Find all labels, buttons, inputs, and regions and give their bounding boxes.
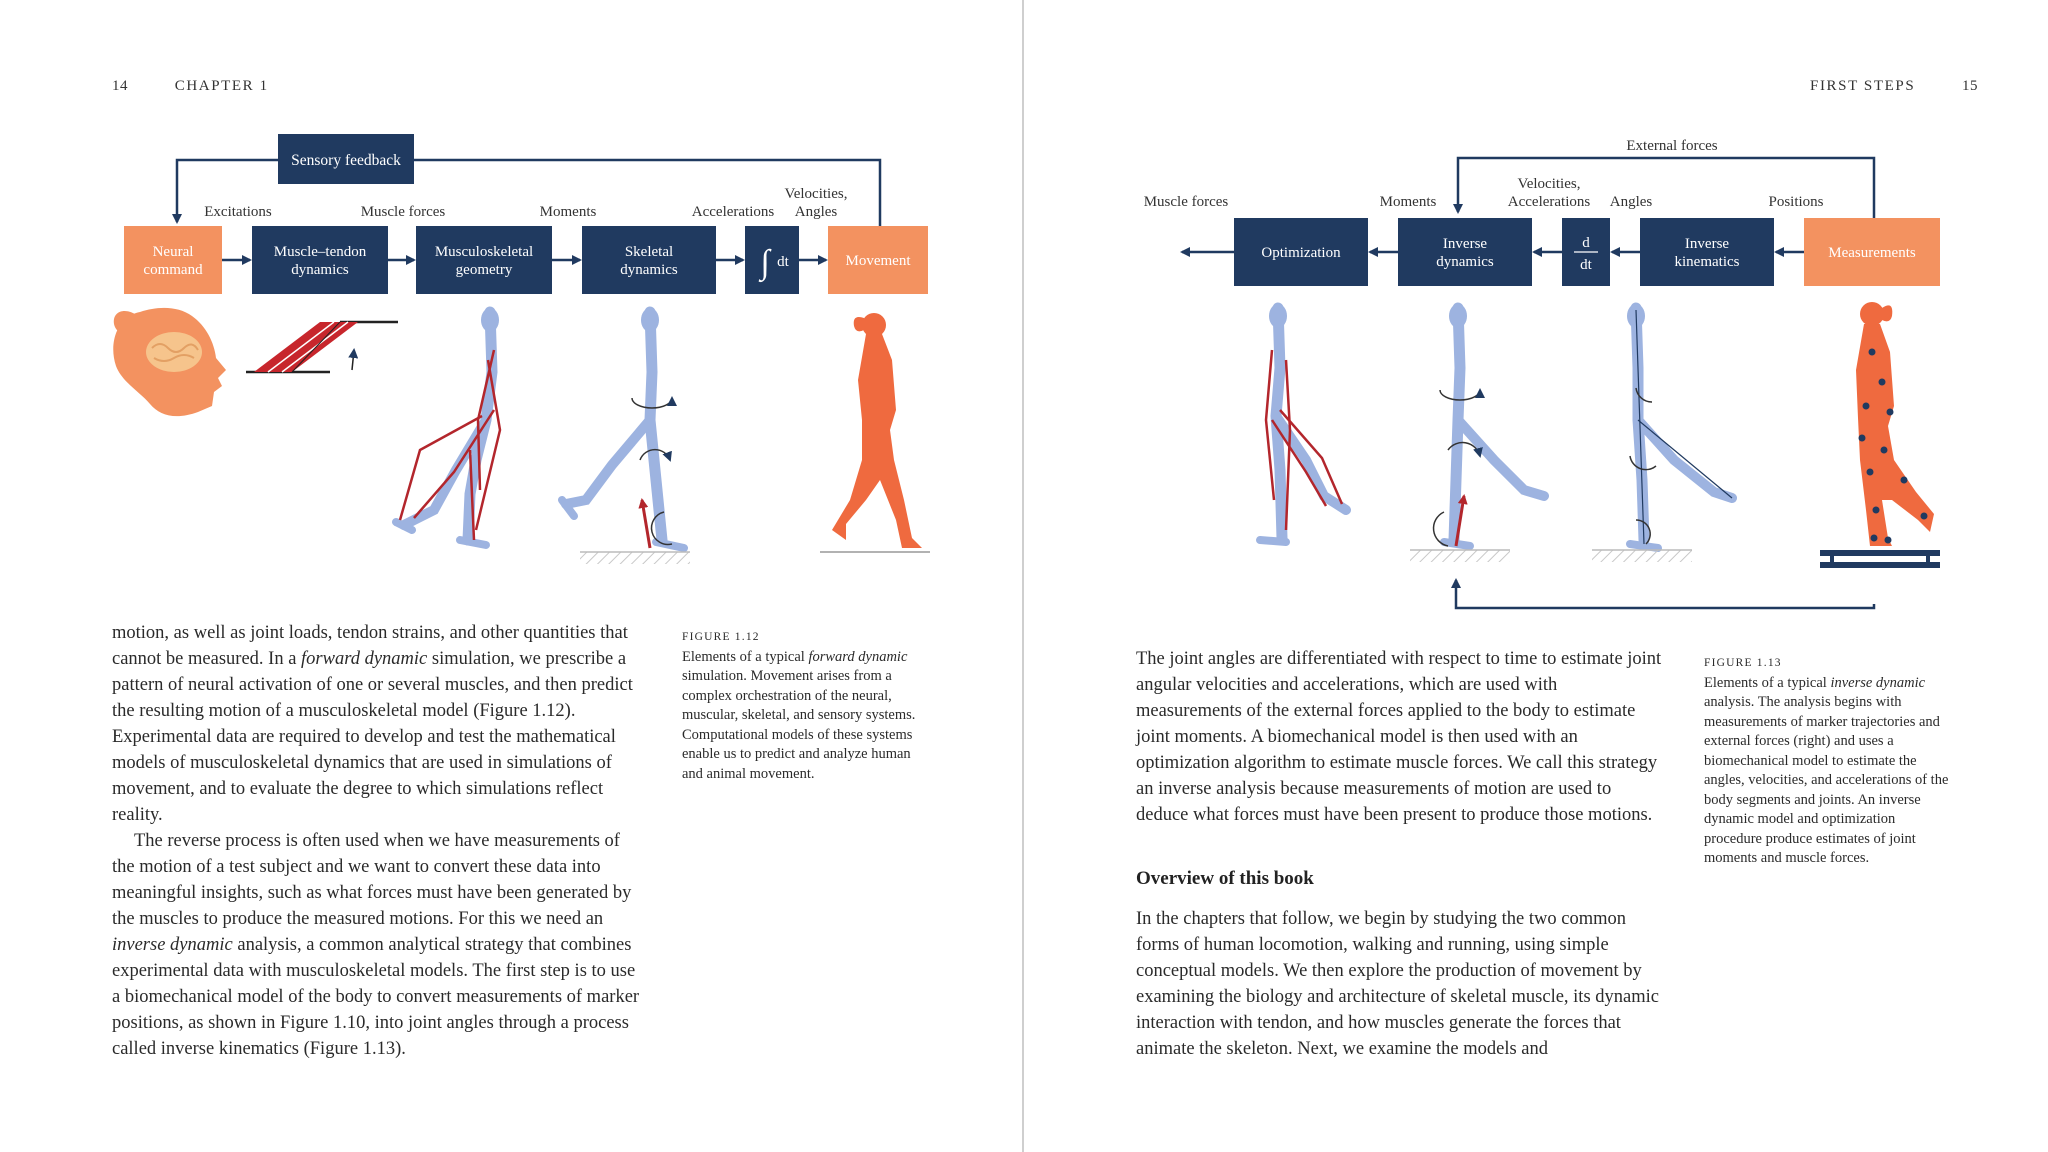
svg-text:dt: dt xyxy=(1580,257,1593,273)
section-heading: Overview of this book xyxy=(1136,868,1314,889)
right-page: FIRST STEPS 15 External forces xyxy=(1024,0,2048,1152)
text-run: Elements of a typical xyxy=(1704,674,1831,691)
figure-1-13: External forces Muscle forces Moments Ve… xyxy=(1024,120,2048,620)
svg-text:d: d xyxy=(1582,235,1590,251)
text-run: analysis, a common analytical strategy t… xyxy=(112,935,640,1059)
left-paragraph-2: The reverse process is often used when w… xyxy=(112,828,642,1062)
walking-person-illustration xyxy=(820,313,930,553)
signal-velocities: Velocities, xyxy=(785,186,848,202)
svg-text:geometry: geometry xyxy=(456,262,513,278)
svg-text:∫: ∫ xyxy=(758,244,772,283)
svg-text:Musculoskeletal: Musculoskeletal xyxy=(435,244,533,260)
text-run: The joint angles are differentiated with… xyxy=(1136,649,1662,825)
text-run: simulation. Movement arises from a compl… xyxy=(682,668,916,782)
block-optimization xyxy=(1234,218,1368,286)
measured-subject-illustration xyxy=(1820,302,1940,568)
right-paragraph-2: In the chapters that follow, we begin by… xyxy=(1136,906,1666,1062)
signal-muscle-forces-inv: Muscle forces xyxy=(1144,194,1229,210)
figure-1-12-label: FIGURE 1.12 xyxy=(682,631,760,643)
block-skeletal xyxy=(582,226,716,294)
book-gutter xyxy=(1022,0,1024,1152)
emphasized-text: inverse dynamic xyxy=(1830,674,1926,691)
block-inverse-dynamics xyxy=(1398,218,1532,286)
svg-text:dt: dt xyxy=(777,254,790,270)
svg-text:Inverse: Inverse xyxy=(1685,236,1729,252)
figure-1-12-caption: FIGURE 1.12 Elements of a typical forwar… xyxy=(682,628,932,784)
text-run: simulation, we prescribe a pattern of ne… xyxy=(112,649,633,825)
figure-1-13-label: FIGURE 1.13 xyxy=(1704,657,1782,669)
left-paragraph-1: motion, as well as joint loads, tendon s… xyxy=(112,620,642,828)
svg-text:dynamics: dynamics xyxy=(1436,254,1494,270)
svg-text:kinematics: kinematics xyxy=(1675,254,1740,270)
right-chapter-title: FIRST STEPS xyxy=(1810,78,1916,94)
emphasized-text: forward dynamic xyxy=(301,649,428,669)
emphasized-text: inverse dynamic xyxy=(112,935,233,955)
external-forces-loop xyxy=(1451,156,1876,610)
left-chapter-title: CHAPTER 1 xyxy=(174,78,269,94)
emphasized-text: forward dynamic xyxy=(808,648,908,665)
signal-excitations: Excitations xyxy=(204,204,272,220)
sensory-feedback-loop: Sensory feedback xyxy=(172,134,882,226)
head-brain-illustration xyxy=(113,307,226,417)
muscle-model-illustration xyxy=(1256,302,1351,546)
left-page-number: 14 xyxy=(112,78,128,94)
left-page: 14 CHAPTER 1 Sensory feedbac xyxy=(0,78,1024,1062)
block-musculoskeletal xyxy=(416,226,552,294)
svg-text:Movement: Movement xyxy=(846,253,912,269)
right-paragraph-1: The joint angles are differentiated with… xyxy=(1136,646,1666,828)
block-neural-command xyxy=(124,226,222,294)
svg-text:command: command xyxy=(143,262,203,278)
text-run: motion, as well as joint loads, tendon s… xyxy=(112,623,628,669)
svg-text:dynamics: dynamics xyxy=(291,262,349,278)
sensory-feedback-label: Sensory feedback xyxy=(291,152,401,169)
svg-text:Optimization: Optimization xyxy=(1261,245,1341,261)
inverse-kinematics-illustration xyxy=(1592,302,1737,562)
right-body-text-2: In the chapters that follow, we begin by… xyxy=(1136,906,1666,1062)
block-inverse-kinematics xyxy=(1640,218,1774,286)
block-movement xyxy=(828,226,928,294)
text-run: The reverse process is often used when w… xyxy=(112,831,632,929)
svg-text:Muscle–tendon: Muscle–tendon xyxy=(274,244,367,260)
text-run: Elements of a typical xyxy=(682,648,809,665)
signal-external-forces: External forces xyxy=(1626,138,1717,154)
block-muscle-tendon xyxy=(252,226,388,294)
figure-1-12-caption-text: Elements of a typical forward dynamic si… xyxy=(682,649,915,782)
block-measurements xyxy=(1804,218,1940,286)
inverse-dynamics-illustration xyxy=(1410,302,1549,562)
signal-moments: Moments xyxy=(540,204,597,220)
figure-1-12: Sensory feedback Excitations Muscle forc… xyxy=(0,120,1024,600)
text-run: In the chapters that follow, we begin by… xyxy=(1136,909,1659,1059)
musculoskeletal-model-illustration xyxy=(392,306,502,549)
signal-muscle-forces: Muscle forces xyxy=(361,204,446,220)
skeletal-dynamics-illustration xyxy=(558,306,690,564)
signal-moments-inv: Moments xyxy=(1380,194,1437,210)
left-body-text: motion, as well as joint loads, tendon s… xyxy=(112,620,642,1062)
figure-1-13-caption-text: Elements of a typical inverse dynamic an… xyxy=(1704,675,1948,867)
svg-text:Measurements: Measurements xyxy=(1828,245,1916,261)
block-integrator xyxy=(745,226,799,294)
signal-angles-inv: Angles xyxy=(1610,194,1653,210)
right-body-text-1: The joint angles are differentiated with… xyxy=(1136,646,1666,828)
signal-accelerations-inv: Accelerations xyxy=(1508,194,1591,210)
muscle-tendon-model-illustration xyxy=(246,320,398,374)
right-page-number: 15 xyxy=(1962,78,1978,94)
text-run: analysis. The analysis begins with measu… xyxy=(1704,694,1949,866)
signal-accelerations: Accelerations xyxy=(692,204,775,220)
figure-1-13-caption: FIGURE 1.13 Elements of a typical invers… xyxy=(1704,654,1954,869)
right-running-head: FIRST STEPS 15 xyxy=(1810,78,1978,95)
svg-text:dynamics: dynamics xyxy=(620,262,678,278)
signal-velocities-inv: Velocities, xyxy=(1518,176,1581,192)
signal-positions: Positions xyxy=(1768,194,1823,210)
svg-text:Inverse: Inverse xyxy=(1443,236,1487,252)
svg-text:Skeletal: Skeletal xyxy=(625,244,673,260)
signal-angles: Angles xyxy=(795,204,838,220)
svg-text:Neural: Neural xyxy=(153,244,194,260)
left-running-head: 14 CHAPTER 1 xyxy=(112,78,269,95)
